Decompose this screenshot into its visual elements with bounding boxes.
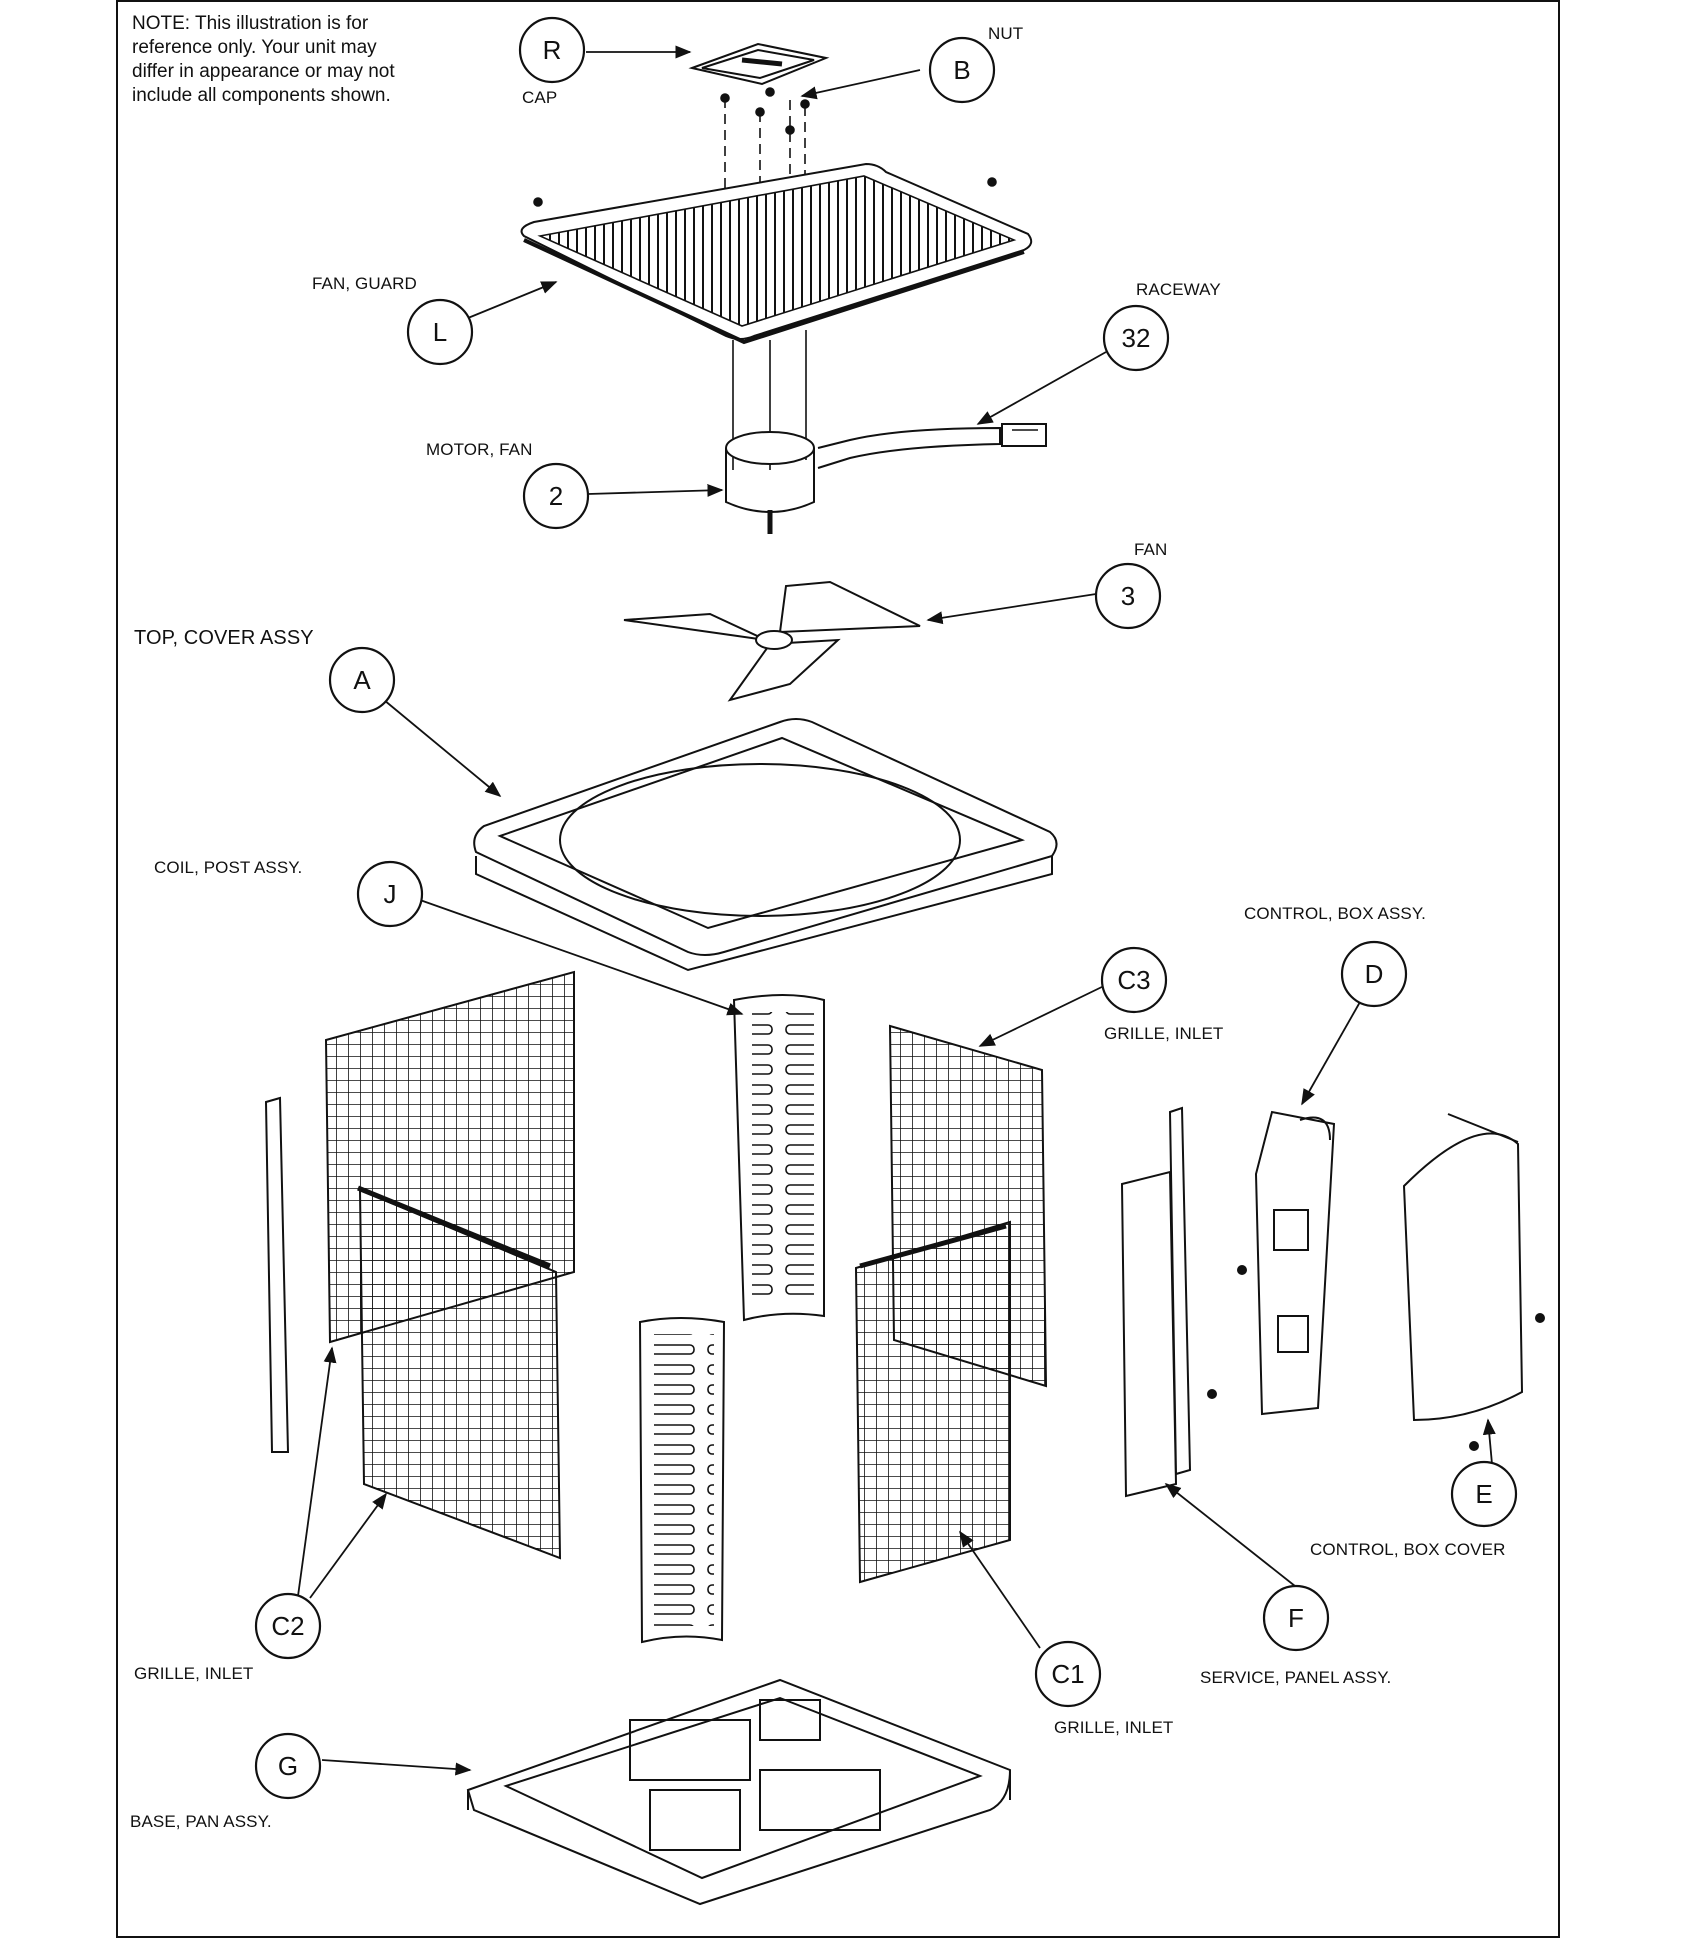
- control-box-part: [1254, 1110, 1336, 1416]
- label-top-cover-assy: TOP, COVER ASSY: [134, 627, 314, 649]
- callout-C1: C1: [1051, 1659, 1084, 1689]
- label-coil-post-assy: COIL, POST ASSY.: [154, 858, 303, 877]
- label-grille-inlet-c2: GRILLE, INLET: [134, 1664, 254, 1683]
- callout-B: B: [953, 55, 970, 85]
- label-motor-fan: MOTOR, FAN: [426, 440, 533, 459]
- cap-part: [688, 42, 830, 86]
- coil-post-2-part: [638, 1317, 726, 1644]
- service-panel-part: [1120, 1106, 1247, 1498]
- label-control-box-cover: CONTROL, BOX COVER: [1310, 1540, 1506, 1559]
- callout-D: D: [1365, 959, 1384, 989]
- callout-2: 2: [549, 481, 563, 511]
- label-grille-inlet-c1: GRILLE, INLET: [1054, 1718, 1174, 1737]
- label-raceway: RACEWAY: [1136, 280, 1221, 299]
- label-base-pan-assy: BASE, PAN ASSY.: [130, 1812, 272, 1831]
- diagram-frame: [116, 0, 1560, 1938]
- label-cap: CAP: [522, 88, 558, 107]
- label-service-panel-assy: SERVICE, PANEL ASSY.: [1200, 1668, 1392, 1687]
- coil-post-part: [732, 994, 825, 1322]
- callout-F: F: [1288, 1603, 1304, 1633]
- callout-J: J: [384, 879, 397, 909]
- control-box-cover-part: [1402, 1113, 1545, 1451]
- label-control-box-assy: CONTROL, BOX ASSY.: [1244, 904, 1426, 923]
- callout-L: L: [433, 317, 447, 347]
- base-pan-part: [466, 1678, 1012, 1906]
- callout-circles: [254, 16, 1518, 1800]
- fan-motor-part: [725, 423, 1047, 534]
- callout-3: 3: [1121, 581, 1135, 611]
- coil-grille-c2-part: [264, 970, 575, 1560]
- label-fan-guard: FAN, GUARD: [312, 274, 417, 293]
- callout-E: E: [1475, 1479, 1492, 1509]
- label-fan: FAN: [1134, 540, 1168, 559]
- label-grille-inlet-c3: GRILLE, INLET: [1104, 1024, 1224, 1043]
- fan-blade-part: [623, 580, 921, 702]
- fan-guard-part: [520, 162, 1033, 345]
- disclaimer-note: NOTE: This illustration is for reference…: [132, 13, 395, 106]
- coil-grille-c3-c1-part: [854, 1024, 1048, 1584]
- leader-lines: [297, 45, 1496, 1776]
- callout-G: G: [278, 1751, 298, 1781]
- label-nut: NUT: [988, 24, 1024, 43]
- callout-32: 32: [1122, 323, 1151, 353]
- callout-C2: C2: [271, 1611, 304, 1641]
- callout-A: A: [353, 665, 371, 695]
- callout-C3: C3: [1117, 965, 1150, 995]
- callout-R: R: [543, 35, 562, 65]
- top-cover-part: [473, 718, 1058, 972]
